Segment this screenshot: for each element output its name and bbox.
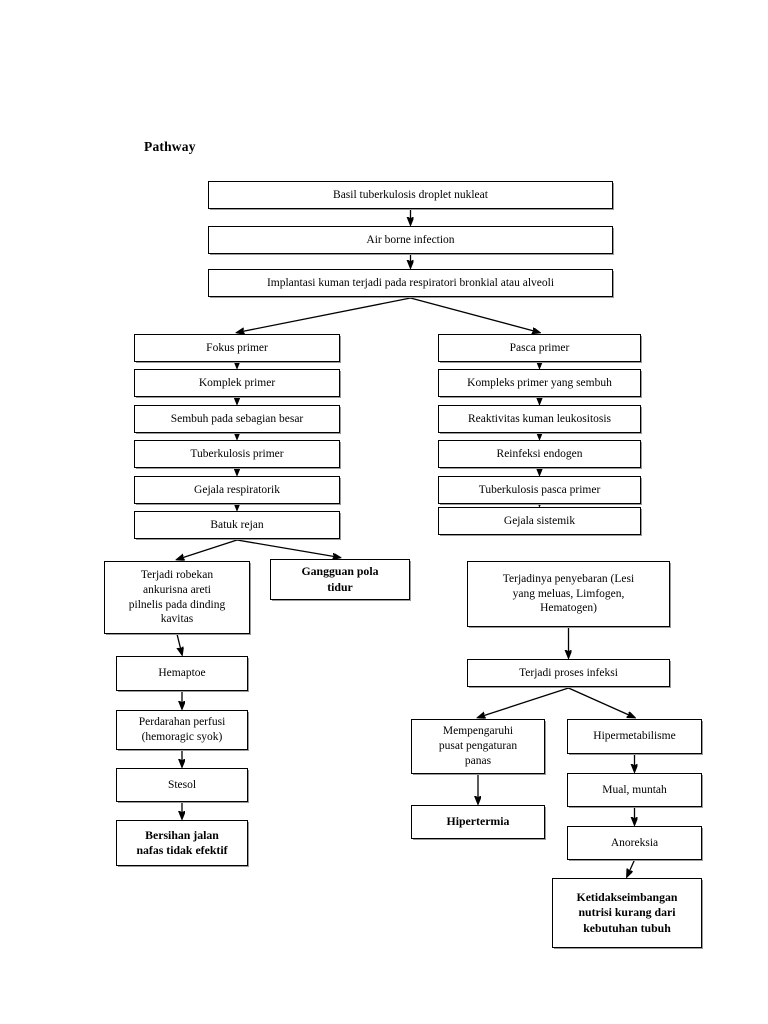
node-hipermetabilisme[interactable]: Hipermetabilisme [567, 719, 702, 754]
node-terjadinya-penyebaran[interactable]: Terjadinya penyebaran (Lesi yang meluas,… [467, 561, 670, 627]
node-gejala-sistemik[interactable]: Gejala sistemik [438, 507, 641, 535]
node-terjadi-robekan[interactable]: Terjadi robekan ankurisna areti pilnelis… [104, 561, 250, 634]
node-implantasi-kuman[interactable]: Implantasi kuman terjadi pada respirator… [208, 269, 613, 297]
node-ketidakseimbangan-nutrisi[interactable]: Ketidakseimbangan nutrisi kurang dari ke… [552, 878, 702, 948]
node-tuberkulosis-primer[interactable]: Tuberkulosis primer [134, 440, 340, 468]
node-stesol[interactable]: Stesol [116, 768, 248, 802]
node-fokus-primer[interactable]: Fokus primer [134, 334, 340, 362]
node-sembuh-sebagian-besar[interactable]: Sembuh pada sebagian besar [134, 405, 340, 433]
node-hemaptoe[interactable]: Hemaptoe [116, 656, 248, 691]
node-gejala-respiratorik[interactable]: Gejala respiratorik [134, 476, 340, 504]
node-perdarahan-perfusi[interactable]: Perdarahan perfusi (hemoragic syok) [116, 710, 248, 750]
node-pasca-primer[interactable]: Pasca primer [438, 334, 641, 362]
page-title: Pathway [144, 139, 196, 154]
node-terjadi-proses-infeksi[interactable]: Terjadi proses infeksi [467, 659, 670, 687]
node-batuk-rejan[interactable]: Batuk rejan [134, 511, 340, 539]
node-reaktivitas-kuman[interactable]: Reaktivitas kuman leukositosis [438, 405, 641, 433]
node-mempengaruhi-pusat-panas[interactable]: Mempengaruhi pusat pengaturan panas [411, 719, 545, 774]
node-kompleks-primer-sembuh[interactable]: Kompleks primer yang sembuh [438, 369, 641, 397]
node-tuberkulosis-pasca-primer[interactable]: Tuberkulosis pasca primer [438, 476, 641, 504]
node-hipertermia[interactable]: Hipertermia [411, 805, 545, 839]
node-gangguan-pola-tidur[interactable]: Gangguan pola tidur [270, 559, 410, 600]
node-reinfeksi-endogen[interactable]: Reinfeksi endogen [438, 440, 641, 468]
node-basil-tuberkulosis[interactable]: Basil tuberkulosis droplet nukleat [208, 181, 613, 209]
node-bersihan-jalan-nafas[interactable]: Bersihan jalan nafas tidak efektif [116, 820, 248, 866]
node-mual-muntah[interactable]: Mual, muntah [567, 773, 702, 807]
node-air-borne-infection[interactable]: Air borne infection [208, 226, 613, 254]
node-anoreksia[interactable]: Anoreksia [567, 826, 702, 860]
node-komplek-primer[interactable]: Komplek primer [134, 369, 340, 397]
